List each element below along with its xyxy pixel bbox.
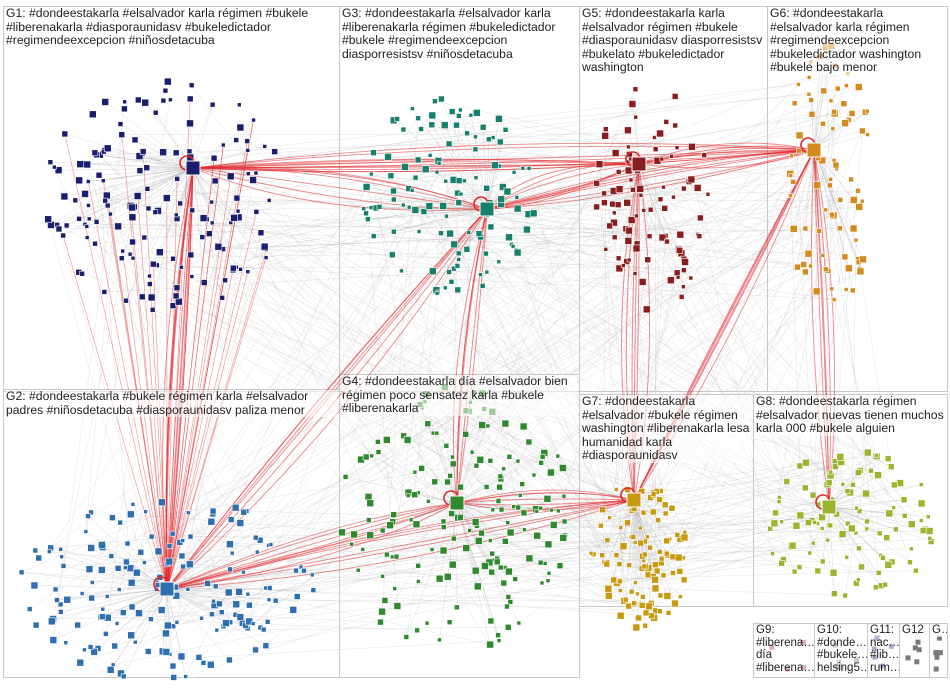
node-g7[interactable]	[643, 623, 648, 628]
node-g7[interactable]	[643, 610, 649, 616]
group-panel-g8: G8: #dondeestakarla régimen #elsalvador …	[753, 394, 947, 606]
group-panel-g4: G4: #dondeestakarla día #elsalvador bien…	[339, 374, 579, 677]
group-panel-g3: G3: #dondeestakarla #elsalvador karla #l…	[339, 6, 579, 391]
node-g7[interactable]	[636, 615, 642, 621]
group-label-g9: G9: #liberena… día #liberena…	[756, 624, 812, 674]
group-panel-g7: G7: #dondeestakarla #elsalvador #bukele …	[579, 394, 753, 606]
group-label-g6: G6: #dondeestakarla #elsalvador karla ré…	[770, 7, 945, 75]
group-label-g11: G11: nac… #lib… rum…	[870, 624, 897, 674]
group-label-g7: G7: #dondeestakarla #elsalvador #bukele …	[582, 395, 751, 463]
group-panel-g1: G1: #dondeestakarla #elsalvador karla ré…	[3, 6, 339, 391]
node-g7[interactable]	[617, 612, 624, 619]
group-label-g13: G…	[932, 624, 945, 637]
group-label-g4: G4: #dondeestakarla día #elsalvador bien…	[342, 375, 577, 416]
group-panel-g9: G9: #liberena… día #liberena…	[753, 623, 814, 677]
node-g7[interactable]	[666, 610, 671, 615]
group-panel-g5: G5: #dondeestakarla karla #elsalvador ré…	[579, 6, 767, 391]
group-label-g1: G1: #dondeestakarla #elsalvador karla ré…	[6, 7, 337, 48]
node-g7[interactable]	[633, 624, 640, 631]
group-panel-g10: G10: #donde… #bukele… helsing5…	[814, 623, 867, 677]
group-label-g8: G8: #dondeestakarla régimen #elsalvador …	[756, 395, 945, 436]
group-panel-g6: G6: #dondeestakarla #elsalvador karla ré…	[767, 6, 947, 391]
group-label-g3: G3: #dondeestakarla #elsalvador karla #l…	[342, 7, 577, 61]
group-panel-g12: G12	[899, 623, 929, 677]
group-panel-g13: G…	[929, 623, 947, 677]
group-label-g2: G2: #dondeestakarla #bukele régimen karl…	[6, 390, 337, 417]
group-label-g5: G5: #dondeestakarla karla #elsalvador ré…	[582, 7, 765, 75]
group-panel-g11: G11: nac… #lib… rum…	[867, 623, 899, 677]
group-label-g12: G12	[902, 624, 927, 637]
group-label-g10: G10: #donde… #bukele… helsing5…	[817, 624, 865, 674]
node-g7[interactable]	[648, 613, 654, 619]
node-g7[interactable]	[657, 609, 662, 614]
group-panel-g2: G2: #dondeestakarla #bukele régimen karl…	[3, 389, 339, 677]
